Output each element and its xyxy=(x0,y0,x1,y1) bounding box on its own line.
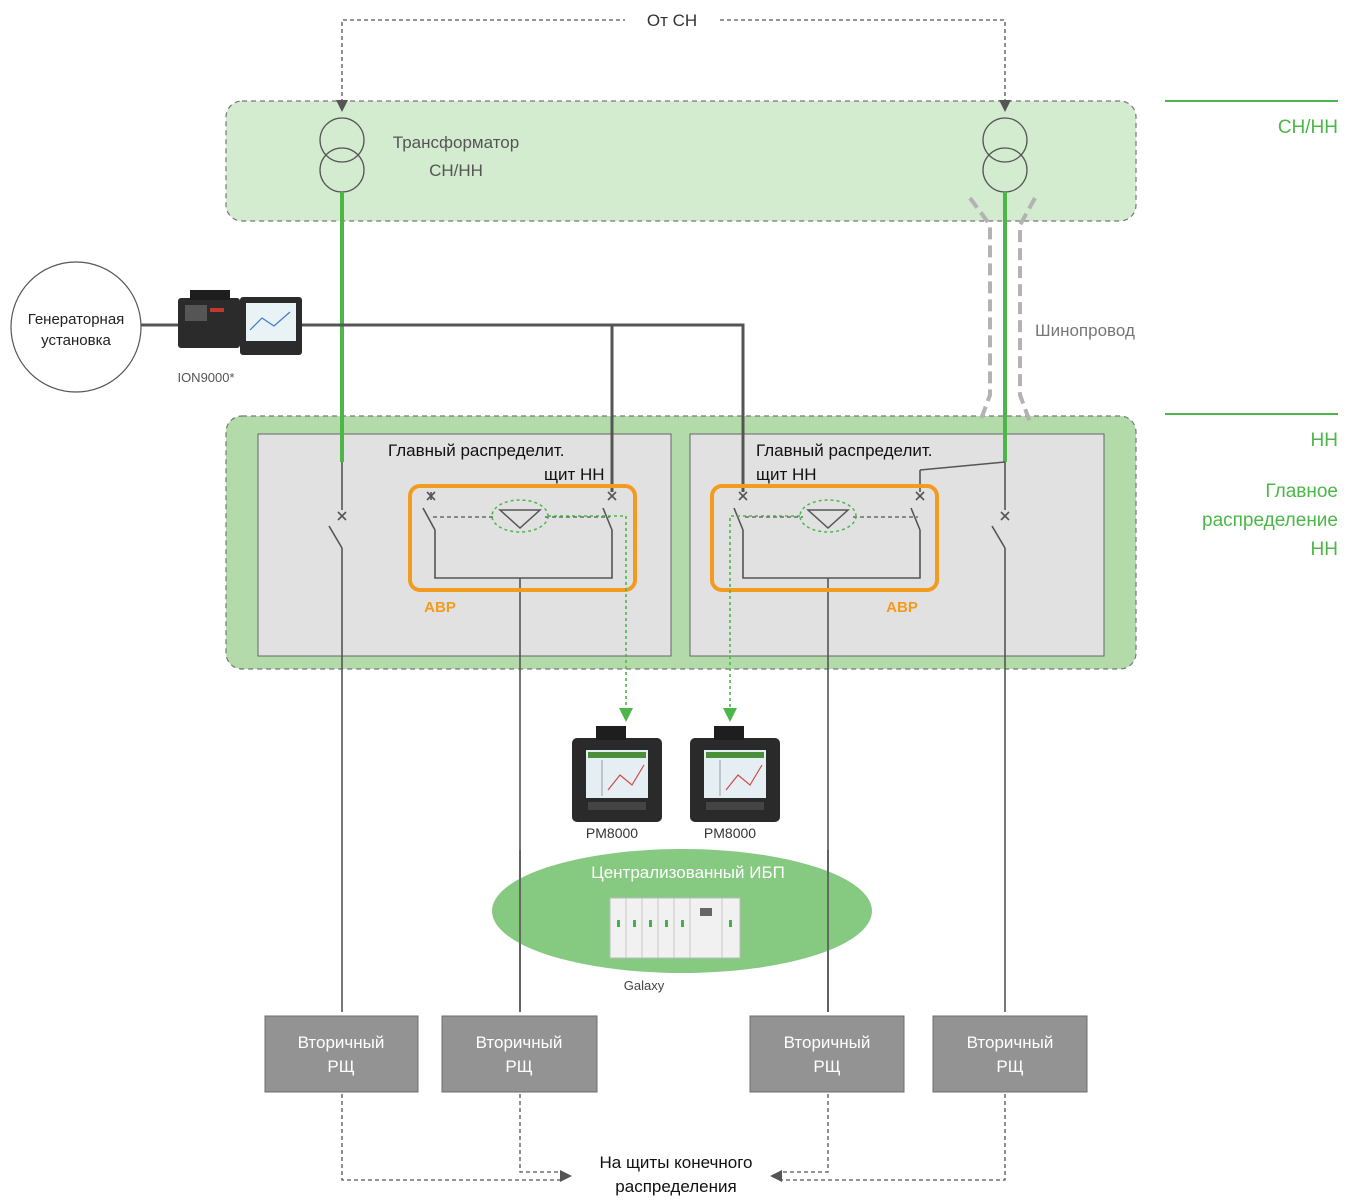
final-distribution-label-2: распределения xyxy=(615,1177,736,1196)
galaxy-ups-icon xyxy=(609,897,741,959)
secondary-board-1-line2: РЩ xyxy=(327,1057,354,1076)
ats-left-frame xyxy=(408,484,637,592)
ats-right-frame xyxy=(710,484,939,592)
galaxy-label: Galaxy xyxy=(624,978,665,993)
secondary-board-4-line1: Вторичный xyxy=(967,1033,1054,1052)
generator-set xyxy=(10,261,142,393)
secondary-board-4 xyxy=(932,1015,1088,1093)
main-switchboard-2-panel xyxy=(689,433,1105,657)
secondary-board-1 xyxy=(264,1015,419,1093)
ups-title: Централизованный ИБП xyxy=(591,863,785,882)
main-switchboard-1-panel xyxy=(257,433,672,657)
ats-right-label: АВР xyxy=(886,599,918,616)
secondary-board-2-line2: РЩ xyxy=(505,1057,532,1076)
switchboard-1-title: Главный распределит. xyxy=(388,441,564,460)
final-arrow-left xyxy=(560,1170,572,1182)
busway-label: Шинопровод xyxy=(1035,321,1135,340)
secondary-board-3 xyxy=(749,1015,905,1093)
mv-arrow-right xyxy=(999,100,1011,112)
switchboard-1-subtitle: щит НН xyxy=(544,465,605,484)
secondary-board-2-line1: Вторичный xyxy=(476,1033,563,1052)
meter-comm-lines xyxy=(548,515,800,710)
busway-icon xyxy=(968,196,1037,423)
final-distribution-lines xyxy=(341,1094,1006,1181)
generator-label-2: установка xyxy=(41,332,111,349)
ats-right-relay-icon xyxy=(806,509,850,530)
pm8000-right-icon xyxy=(690,726,780,822)
secondary-board-3-line1: Вторичный xyxy=(784,1033,871,1052)
switchboard-2-subtitle: щит НН xyxy=(756,465,817,484)
main-breaker-right xyxy=(991,462,1010,1012)
transformer-label-1: Трансформатор xyxy=(393,133,519,152)
side-label-main-3: НН xyxy=(1311,539,1338,560)
final-distribution-label-1: На щиты конечного xyxy=(599,1153,752,1172)
pm8000-right-label: PM8000 xyxy=(704,825,756,841)
ion-label: ION9000* xyxy=(177,370,234,385)
secondary-board-1-line1: Вторичный xyxy=(298,1033,385,1052)
switchboard-2-title: Главный распределит. xyxy=(756,441,932,460)
pm8000-left-label: PM8000 xyxy=(586,825,638,841)
generator-feeders xyxy=(140,323,745,492)
transformer-feeders xyxy=(340,192,1007,462)
mv-arrow-left xyxy=(336,100,348,112)
mv-feed-lines xyxy=(341,19,1006,110)
mv-feed-label: От СН xyxy=(647,11,697,30)
main-breaker-left xyxy=(328,462,347,1012)
generator-label-1: Генераторная xyxy=(28,311,125,328)
transformer-label-2: СН/НН xyxy=(429,161,483,180)
side-label-main-2: распределение xyxy=(1202,510,1338,531)
secondary-board-4-line2: РЩ xyxy=(996,1057,1023,1076)
side-label-main-1: Главное xyxy=(1265,481,1338,502)
ats-left-label: АВР xyxy=(424,599,456,616)
side-label-lv: НН xyxy=(1311,430,1338,451)
ats-left-relay-icon xyxy=(498,509,542,530)
meter-right-arrow xyxy=(723,708,737,722)
final-arrow-right xyxy=(770,1170,782,1182)
side-label-mv-lv: СН/НН xyxy=(1278,117,1338,138)
pm8000-left-icon xyxy=(572,726,662,822)
meter-left-arrow xyxy=(619,708,633,722)
secondary-board-3-line2: РЩ xyxy=(813,1057,840,1076)
ion9000-device-icon xyxy=(178,290,302,355)
ats-right-relay-highlight xyxy=(799,499,857,533)
mv-lv-zone xyxy=(225,100,1137,222)
secondary-board-2 xyxy=(441,1015,598,1093)
